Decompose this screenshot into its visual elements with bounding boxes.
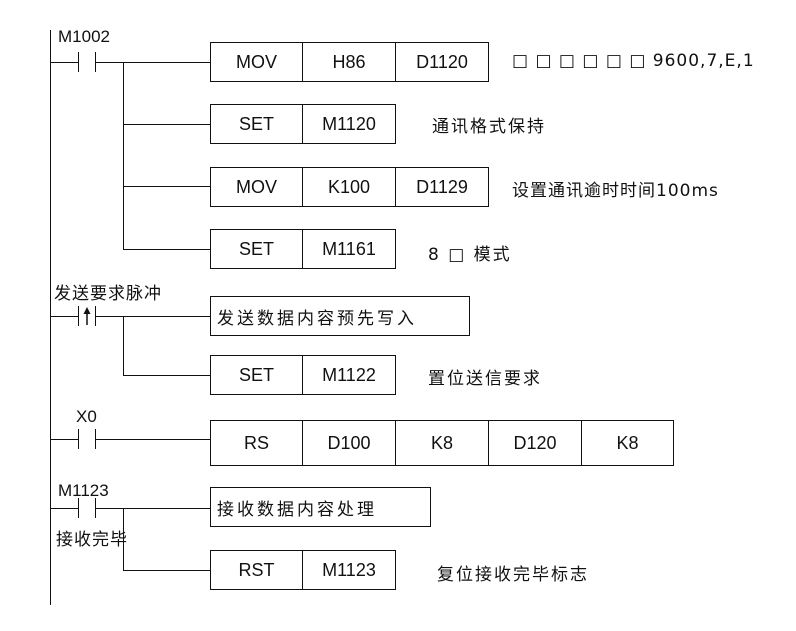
instr-set[interactable]: SET — [210, 355, 303, 395]
contact-label-m1002: M1002 — [58, 27, 110, 46]
contact-label-x0: X0 — [76, 407, 97, 426]
operand-k8[interactable]: K8 — [395, 420, 489, 466]
contact-m1002[interactable] — [78, 52, 96, 72]
instr-rst[interactable]: RST — [210, 550, 303, 590]
branch-rail-r4 — [123, 508, 124, 570]
contact-label-m1123: M1123 — [58, 481, 109, 500]
contact-rising-edge[interactable] — [78, 306, 96, 326]
comment-set-m1120: 通讯格式保持 — [432, 117, 546, 137]
instr-rs[interactable]: RS — [210, 420, 303, 466]
left-power-rail — [50, 30, 51, 605]
comment-rst-m1123: 复位接收完毕标志 — [437, 565, 589, 585]
instr-mov[interactable]: MOV — [210, 167, 303, 207]
up-arrow-icon — [83, 307, 91, 325]
contact-label-send-request: 发送要求脉冲 — [54, 284, 162, 304]
operand-m1120[interactable]: M1120 — [302, 104, 396, 144]
operand-d120[interactable]: D120 — [488, 420, 582, 466]
comment-mov-h86: □ □ □ □ □ □ 9600,7,E,1 — [512, 51, 755, 71]
operand-h86[interactable]: H86 — [302, 42, 396, 82]
branch-rail-r2 — [123, 316, 124, 375]
operand-d100[interactable]: D100 — [302, 420, 396, 466]
comment-set-m1161: 8 □ 模式 — [428, 245, 512, 265]
write-data-box[interactable]: 发送数据内容预先写入 — [210, 296, 470, 336]
branch-rail-r1 — [123, 62, 124, 249]
operand-k100[interactable]: K100 — [302, 167, 396, 207]
instr-set[interactable]: SET — [210, 229, 303, 269]
operand-k8-count[interactable]: K8 — [581, 420, 674, 466]
operand-d1129[interactable]: D1129 — [395, 167, 489, 207]
operand-m1123[interactable]: M1123 — [302, 550, 396, 590]
contact-x0[interactable] — [78, 429, 96, 449]
comment-set-m1122: 置位送信要求 — [428, 369, 542, 389]
instr-set[interactable]: SET — [210, 104, 303, 144]
operand-m1161[interactable]: M1161 — [302, 229, 396, 269]
operand-d1120[interactable]: D1120 — [395, 42, 489, 82]
process-data-box[interactable]: 接收数据内容处理 — [210, 487, 431, 527]
contact-sublabel-receive-complete: 接收完毕 — [56, 530, 128, 550]
instr-mov[interactable]: MOV — [210, 42, 303, 82]
operand-m1122[interactable]: M1122 — [302, 355, 396, 395]
comment-mov-k100: 设置通讯逾时时间100ms — [512, 181, 719, 201]
contact-m1123[interactable] — [78, 498, 96, 518]
